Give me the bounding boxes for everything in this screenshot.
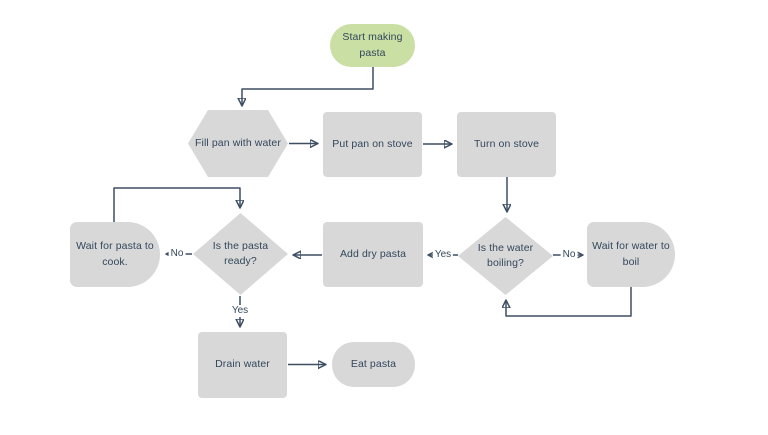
edge-label-yes-pasta: Yes <box>229 305 251 317</box>
node-label: Fill pan with water <box>195 136 281 149</box>
node-put-pan-on-stove[interactable]: Put pan on stove <box>323 112 422 177</box>
edge-wait-water-loop <box>506 287 632 317</box>
edge-wait-pasta-loop <box>113 187 240 222</box>
node-label: Put pan on stove <box>332 137 413 150</box>
node-label: Eat pasta <box>350 357 397 370</box>
node-drain-water[interactable]: Drain water <box>198 332 287 398</box>
node-label: Turn on stove <box>473 137 540 150</box>
node-label: Wait for water to boil <box>592 240 670 268</box>
node-label: Drain water <box>215 358 270 371</box>
node-label: Is the pasta ready? <box>212 239 269 267</box>
node-wait-for-pasta-to-cook[interactable]: Wait for pasta to cook. <box>70 222 160 287</box>
node-label: Start making pasta <box>342 31 403 59</box>
edge-start-to-fill-pan <box>242 67 374 105</box>
node-is-pasta-ready[interactable]: Is the pasta ready? <box>193 213 288 295</box>
node-label: Wait for pasta to cook. <box>76 240 154 268</box>
node-eat-pasta[interactable]: Eat pasta <box>332 342 415 387</box>
node-fill-pan-with-water[interactable]: Fill pan with water <box>188 110 288 177</box>
edge-label-no-water: No <box>560 249 578 261</box>
node-is-water-boiling[interactable]: Is the water boiling? <box>458 217 553 295</box>
node-turn-on-stove[interactable]: Turn on stove <box>457 112 556 177</box>
edge-label-no-pasta: No <box>168 248 186 260</box>
node-label: Is the water boiling? <box>477 241 534 269</box>
node-wait-for-water-to-boil[interactable]: Wait for water to boil <box>587 222 675 287</box>
node-add-dry-pasta[interactable]: Add dry pasta <box>323 222 423 287</box>
edge-label-yes-water: Yes <box>432 249 454 261</box>
node-label: Add dry pasta <box>339 247 407 260</box>
node-start-making-pasta[interactable]: Start making pasta <box>330 24 415 67</box>
